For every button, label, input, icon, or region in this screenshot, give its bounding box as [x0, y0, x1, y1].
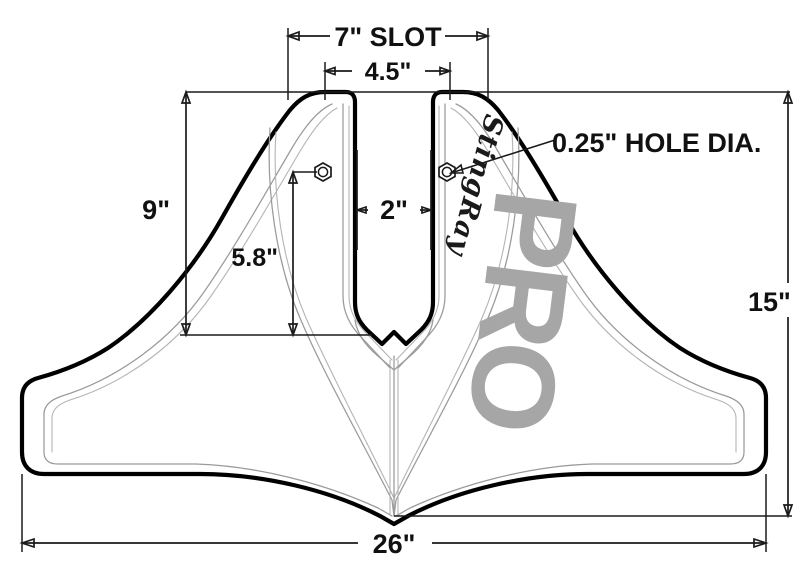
arrow-26in-right	[753, 537, 769, 549]
arrow-7in-left	[285, 30, 300, 42]
arrow-7in-right	[476, 30, 491, 42]
dimension-slot-width-inner: 4.5"	[322, 58, 453, 100]
leader-arrow-hole-dia	[448, 163, 465, 174]
dimension-wing-height: 9"	[142, 89, 192, 338]
inner-bottom-left	[195, 463, 393, 517]
arrow-9in-top	[180, 89, 192, 104]
inner-swoop-left	[268, 127, 395, 517]
inner-contour-right-wing	[455, 103, 745, 465]
arrow-26in-left	[19, 537, 35, 549]
dimension-label-slot-width-inner: 4.5"	[365, 58, 412, 86]
mounting-hole-left-bore	[317, 166, 329, 178]
callout-label-hole-diameter: 0.25" HOLE DIA.	[552, 128, 761, 158]
pro-logo-text: PRO	[442, 183, 602, 436]
dim-label-15in-mask	[744, 283, 800, 317]
arrow-58in-top	[287, 169, 299, 184]
inner-contour-left-wing-2	[51, 107, 338, 453]
inner-contour-right-wing-2	[450, 107, 737, 453]
leader-line-hole-dia	[450, 139, 556, 174]
dimension-overall-width: 26"	[19, 474, 769, 559]
part-outline-group	[19, 89, 769, 527]
arrow-15in-bottom	[782, 504, 794, 519]
arrow-45in-right	[439, 66, 453, 76]
hydrofoil-outer-outline	[19, 89, 769, 527]
dimension-label-wing-height: 9"	[142, 195, 170, 225]
dimension-slot-gap: 2"	[354, 150, 434, 250]
dimension-label-slot-gap: 2"	[380, 195, 408, 225]
dimension-slot-depth: 5.8"	[231, 169, 317, 338]
dimension-label-overall-width: 26"	[373, 529, 416, 559]
inner-ridge-right-slot-2	[395, 105, 440, 361]
arrow-45in-left	[322, 66, 336, 76]
dimension-label-slot-width-outer: 7" SLOT	[334, 22, 442, 52]
arrow-58in-bottom	[287, 323, 299, 338]
slot-bottom-inner-echo	[354, 319, 434, 371]
arrow-9in-bottom	[180, 323, 192, 338]
arrow-2in-right	[421, 205, 434, 215]
dimension-label-overall-height: 15"	[748, 287, 791, 317]
mounting-holes-group	[314, 162, 456, 182]
inner-swoop-left-2	[274, 131, 395, 499]
inner-contour-left-wing	[43, 103, 333, 465]
inner-swoop-right-2	[393, 131, 514, 499]
dimension-slot-width-outer: 7" SLOT	[285, 22, 491, 100]
mounting-hole-right-bore	[441, 166, 453, 178]
dimension-label-slot-depth: 5.8"	[231, 244, 278, 272]
inner-swoop-right	[393, 127, 520, 517]
inner-bottom-right	[395, 463, 593, 517]
arrow-15in-top	[782, 89, 794, 104]
dimension-overall-height: 15"	[744, 89, 800, 519]
inner-ridge-left-slot-2	[348, 105, 393, 361]
callout-hole-diameter: 0.25" HOLE DIA.	[448, 128, 761, 174]
arrow-2in-left	[354, 205, 367, 215]
